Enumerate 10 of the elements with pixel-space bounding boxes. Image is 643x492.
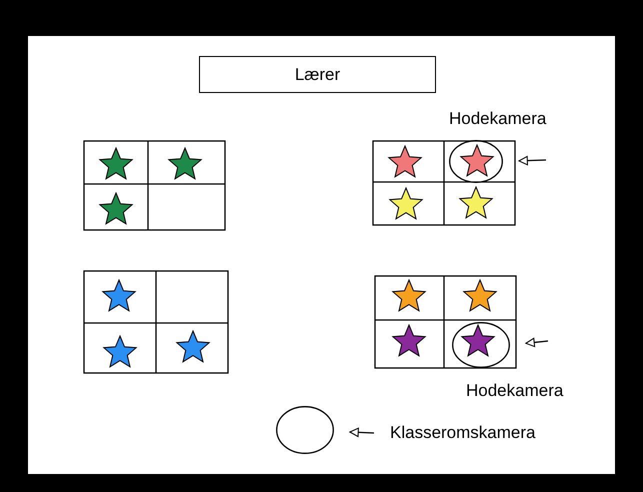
camera-label: Hodekamera: [449, 109, 546, 129]
arrow: [349, 428, 374, 437]
camera-circle: [449, 140, 503, 183]
camera-label: Hodekamera: [466, 381, 564, 401]
camera-circle: [276, 406, 334, 454]
camera-circle: [452, 322, 510, 368]
arrow: [525, 338, 548, 348]
arrow: [518, 156, 546, 166]
camera-label: Klasseromskamera: [390, 422, 565, 444]
teacher-desk-box: Lærer: [199, 56, 436, 93]
